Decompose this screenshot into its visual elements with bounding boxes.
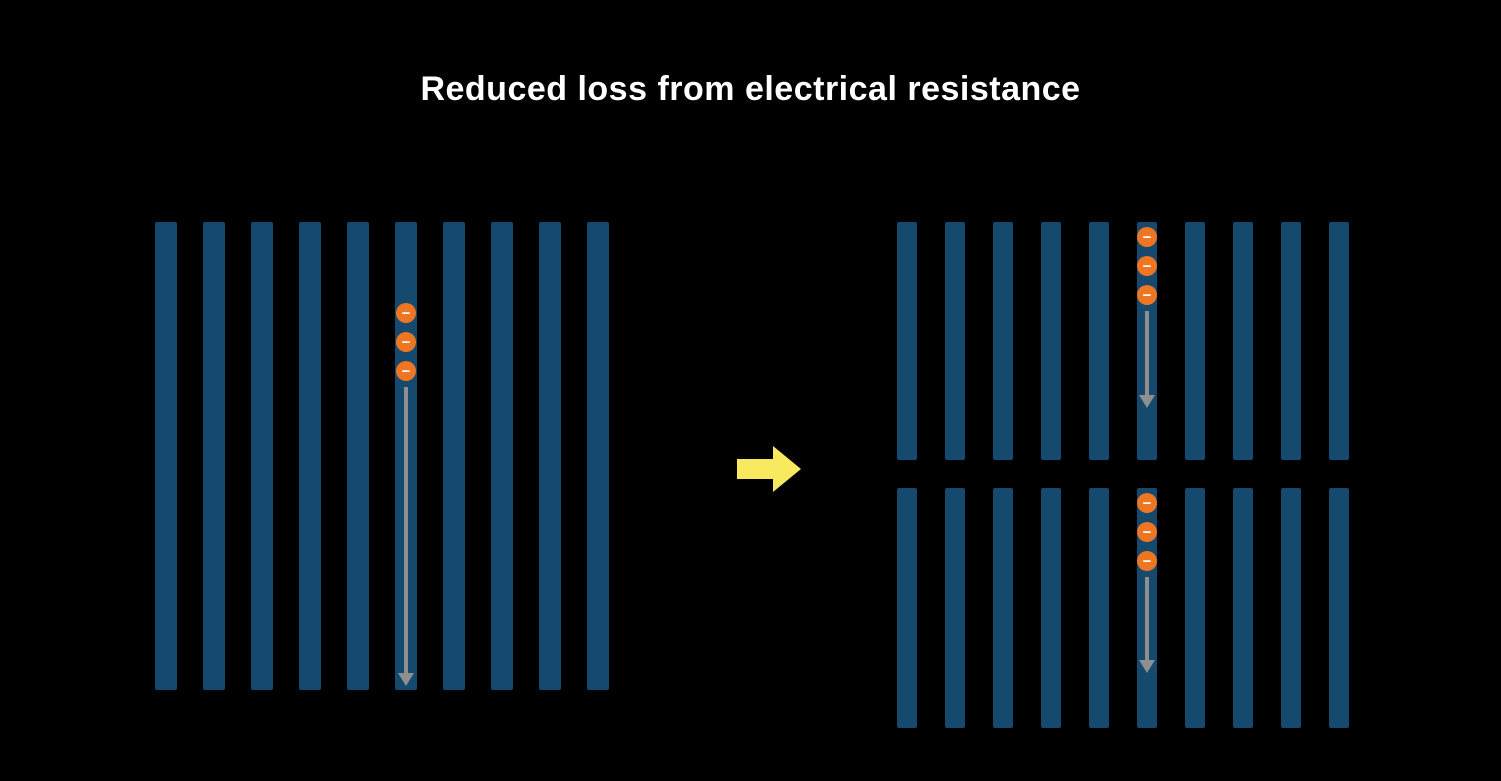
cell-finger-bar [539,222,561,690]
electron-icon: − [1137,551,1157,571]
electron-flow-half-cell-top: − − − [1137,227,1157,408]
cell-finger-bar [1281,488,1301,728]
cell-finger-bar [897,222,917,460]
current-flow-down-arrow [1139,577,1155,673]
cell-finger-bar [443,222,465,690]
electron-icon: − [1137,493,1157,513]
electron-stack: − − − [396,303,416,381]
electron-flow-half-cell-bottom: − − − [1137,493,1157,673]
cell-finger-bar [945,222,965,460]
cell-finger-bar [1329,488,1349,728]
cell-finger-bar [1281,222,1301,460]
electron-icon: − [396,332,416,352]
cell-finger-bar [1089,488,1109,728]
current-flow-down-arrow [398,387,414,686]
current-flow-down-arrow [1139,311,1155,408]
cell-finger-bar [1233,488,1253,728]
cell-finger-bar [1041,488,1061,728]
electron-icon: − [1137,256,1157,276]
cell-finger-bar [1233,222,1253,460]
half-cell-top-diagram [897,222,1349,460]
electron-icon: − [1137,227,1157,247]
cell-finger-bar [587,222,609,690]
cell-finger-bar [1185,222,1205,460]
cell-finger-bar [1089,222,1109,460]
cell-finger-bar [155,222,177,690]
electron-icon: − [1137,285,1157,305]
half-cell-bottom-diagram [897,488,1349,728]
electron-flow-full-cell: − − − [396,303,416,686]
cell-finger-bar [203,222,225,690]
electron-stack: − − − [1137,227,1157,305]
cell-finger-bar [1041,222,1061,460]
cell-finger-bar [299,222,321,690]
right-arrow-icon [737,446,801,492]
cell-finger-bar [993,222,1013,460]
cell-finger-bar [1185,488,1205,728]
cell-finger-bar [1329,222,1349,460]
cell-finger-bar [251,222,273,690]
cell-finger-bar [897,488,917,728]
electron-icon: − [396,361,416,381]
cell-finger-bar [993,488,1013,728]
cell-finger-bar [491,222,513,690]
page-title: Reduced loss from electrical resistance [420,70,1081,108]
electron-icon: − [1137,522,1157,542]
electron-stack: − − − [1137,493,1157,571]
cell-finger-bar [347,222,369,690]
cell-finger-bar [945,488,965,728]
electron-icon: − [396,303,416,323]
full-cell-diagram [155,222,609,690]
